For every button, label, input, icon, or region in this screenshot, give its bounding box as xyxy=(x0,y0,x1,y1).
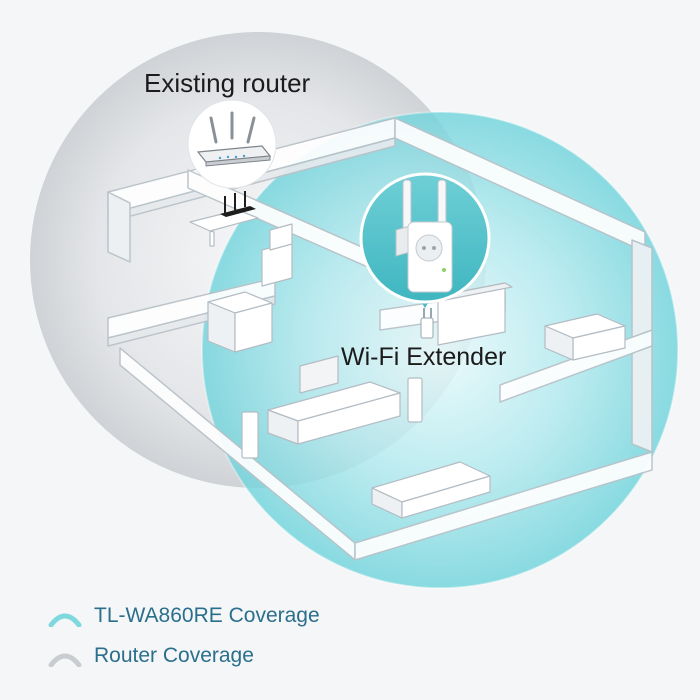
extender-label: Wi-Fi Extender xyxy=(341,343,507,371)
legend-item-router: Router Coverage xyxy=(48,640,320,672)
legend: TL-WA860RE Coverage Router Coverage xyxy=(48,600,320,680)
extender-icon xyxy=(359,172,491,308)
router-device-small xyxy=(220,191,256,217)
furniture xyxy=(189,209,626,519)
router-label: Existing router xyxy=(144,68,311,98)
extender-coverage-swatch xyxy=(48,613,82,627)
legend-text-extender: TL-WA860RE Coverage xyxy=(94,604,320,627)
router-coverage-swatch xyxy=(48,653,82,667)
location-pin-icon xyxy=(420,308,434,339)
overlap-highlight xyxy=(201,111,679,589)
legend-item-extender: TL-WA860RE Coverage xyxy=(48,600,320,632)
legend-text-router: Router Coverage xyxy=(94,644,254,667)
router-icon xyxy=(187,99,277,189)
